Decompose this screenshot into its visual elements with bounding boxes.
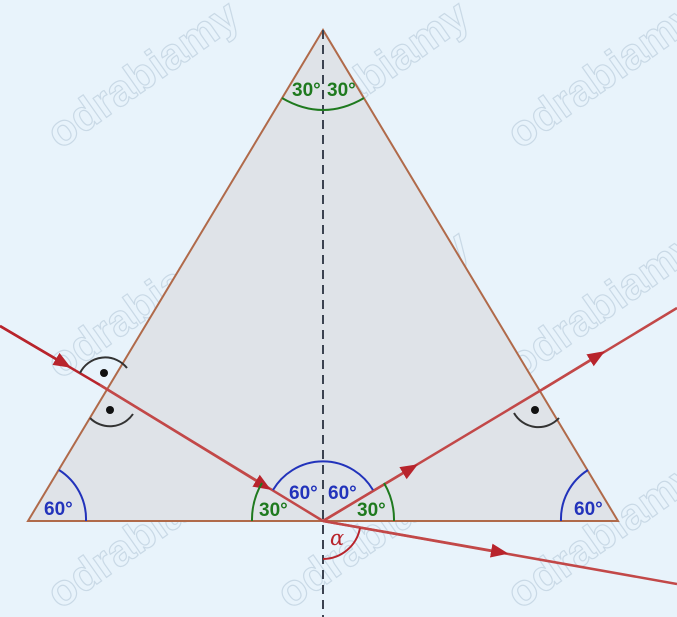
exit-ray-arrow: [542, 351, 605, 391]
right-angle-dot: [100, 369, 108, 377]
alpha-angle-label: α: [330, 526, 344, 550]
incident-ray-arrow: [0, 324, 72, 368]
right-angle-mark-left-outer: [79, 356, 128, 374]
bottom-outer-left-angle-arc: [250, 482, 263, 522]
right-corner-angle-label: 60°: [574, 499, 603, 520]
refracted-ray-inside-arrow: [99, 383, 271, 490]
transmitted-ray-arrow: [322, 519, 509, 558]
watermark-text: odrabiamy: [498, 0, 677, 158]
apex-angle-arc: [281, 97, 365, 111]
watermark-text: odrabiamy: [38, 0, 249, 158]
right-angle-dot: [531, 406, 539, 414]
left-corner-angle-label: 60°: [44, 499, 73, 520]
apex-right-angle-label: 30°: [327, 80, 356, 101]
bottom-inner-right-angle-label: 60°: [328, 483, 357, 504]
right-angle-mark-right: [513, 412, 560, 429]
left-corner-angle-arc: [58, 469, 88, 522]
bottom-outer-left-angle-label: 30°: [259, 500, 288, 521]
alpha-angle-arc: [322, 527, 361, 560]
right-corner-angle-arc: [559, 469, 589, 522]
bottom-outer-right-angle-arc: [383, 482, 396, 522]
bottom-inner-angle-arc: [272, 460, 374, 491]
right-angle-mark-left-inner: [89, 413, 134, 428]
bottom-outer-right-angle-label: 30°: [357, 500, 386, 521]
light-rays: [0, 306, 677, 586]
apex-left-angle-label: 30°: [292, 80, 321, 101]
bottom-inner-left-angle-label: 60°: [289, 483, 318, 504]
right-angle-dot: [106, 406, 114, 414]
reflected-ray-inside-arrow: [322, 464, 419, 523]
